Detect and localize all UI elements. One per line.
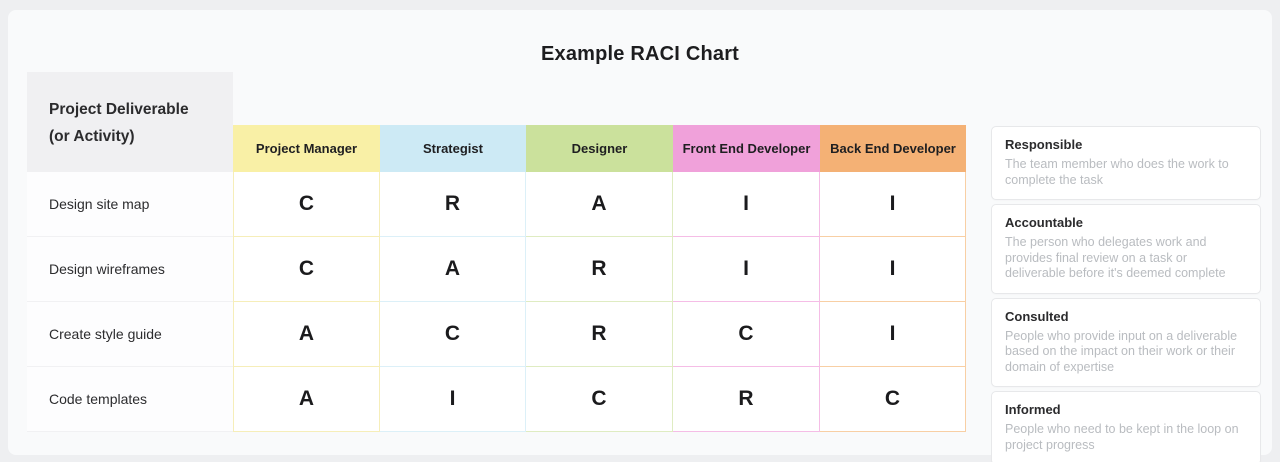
legend-term: Consulted: [1005, 308, 1069, 324]
raci-cell: C: [526, 367, 673, 432]
raci-cell: I: [673, 172, 820, 237]
column-header-project-manager: Project Manager: [233, 125, 380, 172]
row-label: Code templates: [27, 367, 233, 432]
page-title: Example RACI Chart: [540, 43, 740, 65]
raci-cell: R: [526, 237, 673, 302]
row-label: Design site map: [27, 172, 233, 237]
corner-header-line1: Project Deliverable: [49, 101, 189, 118]
raci-cell: I: [380, 367, 526, 432]
raci-cell: A: [526, 172, 673, 237]
row-label: Create style guide: [27, 302, 233, 367]
raci-cell: A: [233, 302, 380, 367]
row-label: Design wireframes: [27, 237, 233, 302]
legend-definition: The person who delegates work and provid…: [1005, 235, 1226, 280]
raci-cell: C: [380, 302, 526, 367]
raci-table: Project Deliverable (or Activity) Projec…: [27, 72, 966, 432]
raci-cell: R: [673, 367, 820, 432]
raci-cell: I: [820, 302, 966, 367]
legend-definition: People who need to be kept in the loop o…: [1005, 422, 1239, 452]
raci-cell: I: [820, 172, 966, 237]
legend-card-informed: Informed People who need to be kept in t…: [991, 391, 1261, 462]
raci-cell: A: [380, 237, 526, 302]
raci-cell: C: [820, 367, 966, 432]
raci-cell: I: [820, 237, 966, 302]
legend-definition: People who provide input on a deliverabl…: [1005, 328, 1238, 374]
legend-definition: The team member who does the work to com…: [1005, 157, 1229, 187]
legend-card-consulted: Consulted People who provide input on a …: [991, 297, 1261, 387]
raci-cell: R: [526, 302, 673, 367]
corner-header-line2: (or Activity): [49, 128, 135, 145]
column-header-designer: Designer: [526, 125, 673, 172]
raci-cell: C: [233, 237, 380, 302]
column-header-strategist: Strategist: [380, 125, 526, 172]
corner-header: Project Deliverable (or Activity): [27, 72, 233, 172]
raci-cell: R: [380, 172, 526, 237]
raci-legend: Responsible The team member who does the…: [991, 126, 1261, 462]
raci-cell: A: [233, 367, 380, 432]
column-header-back-end-developer: Back End Developer: [820, 125, 966, 172]
column-header-front-end-developer: Front End Developer: [673, 125, 820, 172]
legend-term: Responsible: [1005, 137, 1083, 152]
legend-term: Informed: [1005, 402, 1061, 417]
legend-term: Accountable: [1005, 215, 1084, 230]
raci-cell: C: [233, 172, 380, 237]
legend-card-responsible: Responsible The team member who does the…: [991, 126, 1261, 200]
raci-cell: I: [673, 237, 820, 302]
raci-cell: C: [673, 302, 820, 367]
legend-card-accountable: Accountable The person who delegates wor…: [991, 204, 1261, 294]
